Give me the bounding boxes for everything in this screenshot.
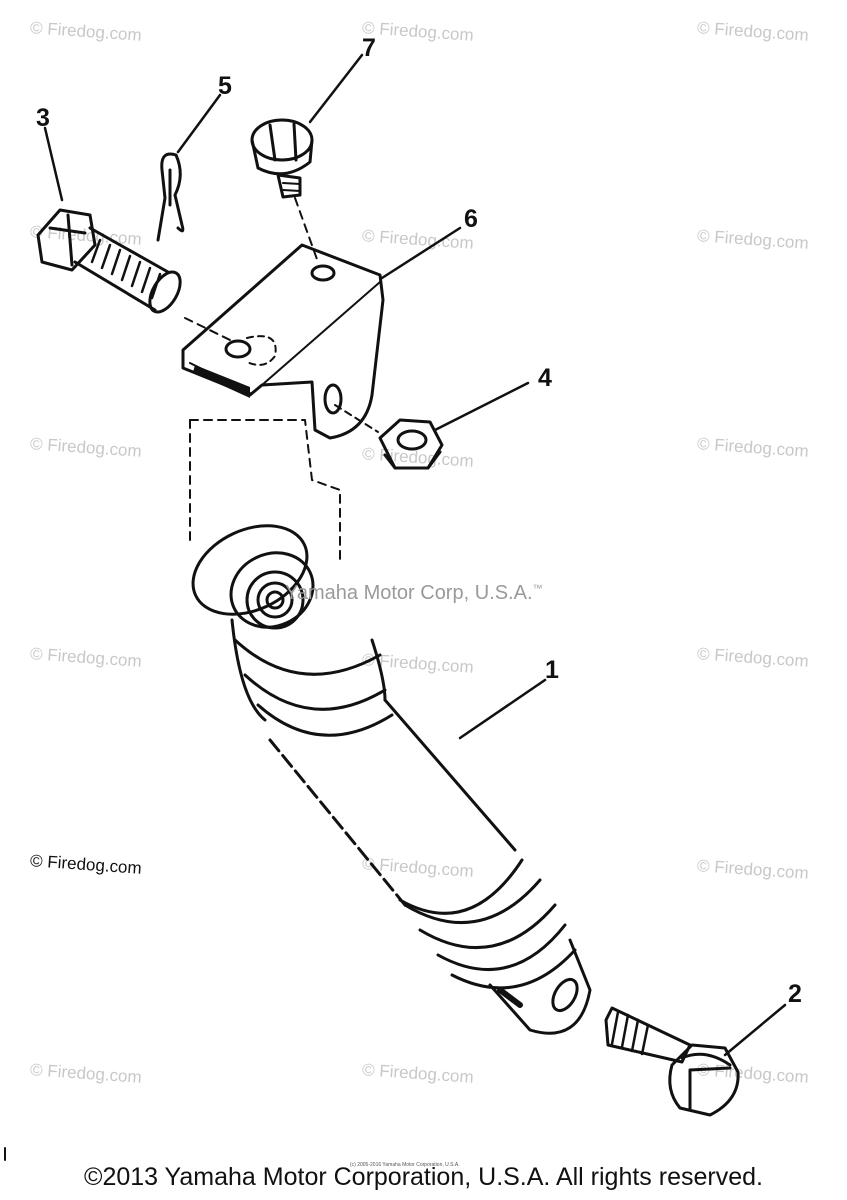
callout-1: 1 bbox=[545, 656, 559, 684]
bracket-part-6 bbox=[181, 243, 385, 440]
callout-5: 5 bbox=[218, 72, 232, 100]
leader-lines bbox=[43, 53, 787, 1057]
callout-4: 4 bbox=[538, 364, 552, 392]
shock-absorber-part-1 bbox=[189, 419, 592, 1035]
center-watermark: Yamaha Motor Corp, U.S.A.™ bbox=[285, 582, 543, 604]
callout-2: 2 bbox=[788, 980, 802, 1008]
trademark-mark: ™ bbox=[532, 583, 543, 595]
callout-7: 7 bbox=[362, 34, 376, 62]
bolt-part-2 bbox=[604, 1006, 740, 1117]
cotter-pin-part-5 bbox=[156, 152, 185, 242]
callout-6: 6 bbox=[464, 205, 478, 233]
small-print: (c) 2005-2016 Yamaha Motor Corporation, … bbox=[350, 1162, 460, 1168]
copyright-notice: ©2013 Yamaha Motor Corporation, U.S.A. A… bbox=[84, 1163, 763, 1191]
bolt-part-3 bbox=[36, 208, 231, 341]
callout-3: 3 bbox=[36, 104, 50, 132]
bolt-part-7 bbox=[250, 118, 319, 263]
nut-part-4 bbox=[334, 404, 444, 470]
